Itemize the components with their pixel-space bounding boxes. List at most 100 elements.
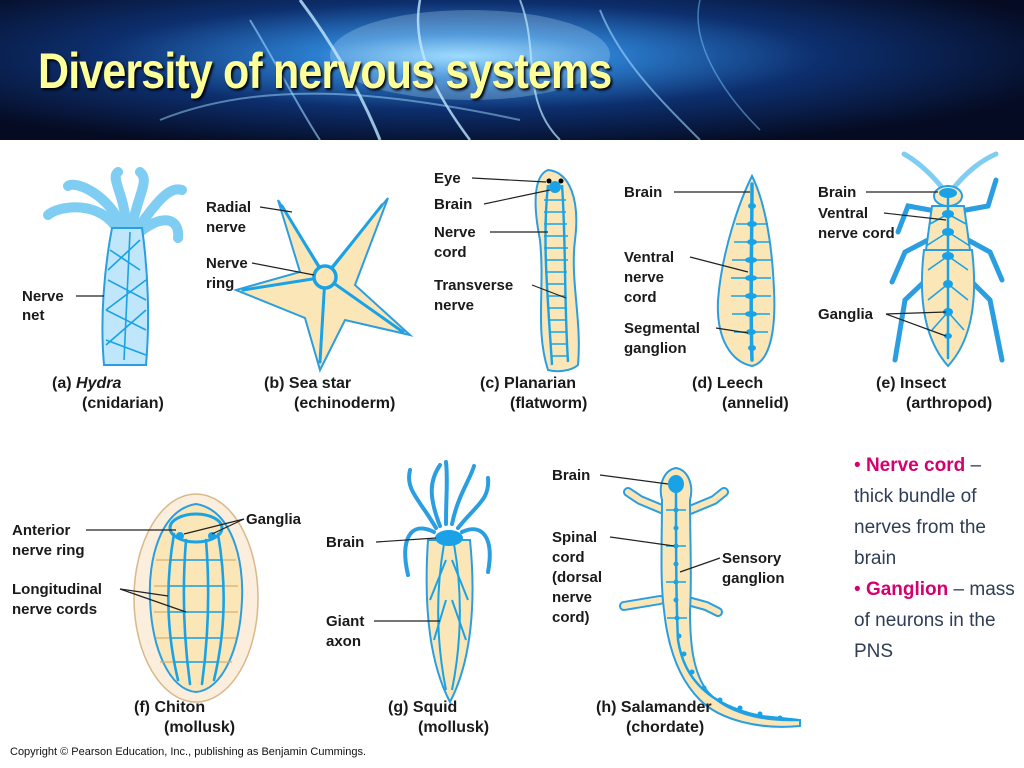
svg-text:nerve ring: nerve ring: [12, 542, 85, 559]
sensory-ganglion-label: Sensory: [722, 550, 782, 567]
seastar-figure: [232, 197, 414, 373]
svg-text:cord: cord: [434, 244, 467, 261]
definition-ganglion: • Ganglion – mass of neurons in the PNS: [854, 579, 1015, 662]
definition-text: – thick bundle of nerves from the brain: [854, 455, 986, 569]
insect-labels: Brain Ventral nerve cord Ganglia: [818, 184, 947, 337]
squid-brain: [435, 530, 463, 546]
planarian-caption: (c) Planarian (flatworm): [480, 375, 587, 412]
definitions-box: • Nerve cord – thick bundle of nerves fr…: [854, 450, 1019, 667]
svg-text:(mollusk): (mollusk): [164, 719, 235, 736]
salamander-figure: [619, 466, 801, 728]
svg-text:(f) Chiton: (f) Chiton: [134, 699, 205, 716]
svg-text:(g) Squid: (g) Squid: [388, 699, 457, 716]
ventral-nerve-cord-label: Ventral: [624, 249, 674, 266]
planarian-eye: [546, 178, 552, 184]
svg-text:nerve: nerve: [434, 297, 474, 314]
squid-tentacles: [403, 460, 492, 577]
insect-antennae: [901, 151, 999, 193]
definition-text: – mass of neurons in the PNS: [854, 579, 1015, 662]
svg-text:(flatworm): (flatworm): [510, 395, 587, 412]
chiton-body: [148, 502, 244, 694]
squid-figure: [403, 460, 492, 705]
brain-label: Brain: [552, 467, 590, 484]
spinal-cord-label: Spinal: [552, 529, 597, 546]
svg-text:ganglion: ganglion: [624, 340, 687, 357]
svg-text:(dorsal: (dorsal: [552, 569, 602, 586]
svg-text:(mollusk): (mollusk): [418, 719, 489, 736]
header-banner: Diversity of nervous systems: [0, 0, 1024, 140]
hydra-figure: [43, 167, 187, 366]
anterior-nerve-ring-label: Anterior: [12, 522, 71, 539]
svg-text:(d) Leech: (d) Leech: [692, 375, 763, 392]
brain-label: Brain: [326, 534, 364, 551]
salamander-brain: [668, 475, 684, 493]
svg-text:nerve cords: nerve cords: [12, 601, 97, 618]
svg-text:(chordate): (chordate): [626, 719, 704, 736]
hydra-nerve-net: [105, 231, 147, 361]
svg-text:nerve: nerve: [552, 589, 592, 606]
insect-caption: (e) Insect (arthropod): [876, 375, 992, 412]
copyright-text: Copyright © Pearson Education, Inc., pub…: [10, 746, 367, 758]
slide-title: Diversity of nervous systems: [38, 43, 612, 99]
salamander-body: [659, 466, 801, 728]
chiton-anterior-nerve-ring: [168, 512, 224, 544]
squid-labels: Brain Giant axon: [326, 534, 440, 650]
svg-text:(e) Insect: (e) Insect: [876, 375, 947, 392]
svg-text:(annelid): (annelid): [722, 395, 789, 412]
svg-text:nerve: nerve: [624, 269, 664, 286]
salamander-caption: (h) Salamander (chordate): [596, 699, 712, 736]
term-nerve-cord: Nerve cord: [865, 455, 966, 476]
svg-text:(a) Hydra: (a) Hydra: [52, 375, 121, 392]
planarian-figure: [534, 168, 580, 373]
nerve-cord-label: Nerve: [434, 224, 476, 241]
ganglia-label: Ganglia: [818, 306, 874, 323]
hydra-nerve-net-label: Nerve net: [22, 288, 104, 324]
seastar-labels: Radial nerve Nerve ring: [206, 199, 315, 292]
svg-text:(b) Sea star: (b) Sea star: [264, 375, 351, 392]
radial-nerve-label: Radial: [206, 199, 251, 216]
salamander-labels: Brain Spinal cord (dorsal nerve cord) Se…: [552, 467, 785, 626]
svg-text:(c) Planarian: (c) Planarian: [480, 375, 576, 392]
longitudinal-nerve-cords-label: Longitudinal: [12, 581, 102, 598]
hydra-tentacles: [43, 167, 187, 243]
brain-label: Brain: [818, 184, 856, 201]
term-ganglion: Ganglion: [865, 579, 949, 600]
insect-figure: [889, 151, 1005, 368]
svg-text:ganglion: ganglion: [722, 570, 785, 587]
transverse-nerve-label: Transverse: [434, 277, 513, 294]
squid-giant-axons: [429, 543, 469, 691]
svg-text:net: net: [22, 307, 45, 324]
planarian-transverse-nerves: [544, 199, 568, 357]
nervous-systems-diagram: Nerve net (a) Hydra (cnidarian) Radial n…: [12, 151, 1005, 736]
leech-labels: Brain Ventral nerve cord Segmental gangl…: [624, 184, 750, 357]
svg-text:(echinoderm): (echinoderm): [294, 395, 395, 412]
svg-text:axon: axon: [326, 633, 361, 650]
salamander-spinal-cord: [674, 478, 800, 722]
chiton-figure: [133, 493, 259, 703]
svg-text:nerve: nerve: [206, 219, 246, 236]
squid-caption: (g) Squid (mollusk): [388, 699, 489, 736]
insect-legs: [889, 177, 1005, 363]
svg-text:cord): cord): [552, 609, 590, 626]
hydra-caption: (a) Hydra (cnidarian): [52, 375, 164, 412]
seastar-caption: (b) Sea star (echinoderm): [264, 375, 395, 412]
chiton-ganglia: [176, 532, 216, 540]
svg-text:(arthropod): (arthropod): [906, 395, 992, 412]
svg-text:nerve cord: nerve cord: [818, 225, 895, 242]
brain-label: Brain: [434, 196, 472, 213]
segmental-ganglion-label: Segmental: [624, 320, 700, 337]
svg-text:cord: cord: [552, 549, 585, 566]
svg-text:(h) Salamander: (h) Salamander: [596, 699, 712, 716]
giant-axon-label: Giant: [326, 613, 364, 630]
svg-text:cord: cord: [624, 289, 657, 306]
chiton-caption: (f) Chiton (mollusk): [134, 699, 235, 736]
nerve-net-label: Nerve: [22, 288, 64, 305]
planarian-brain: [549, 181, 561, 193]
ventral-nerve-cord-label: Ventral: [818, 205, 868, 222]
svg-text:(cnidarian): (cnidarian): [82, 395, 164, 412]
chiton-labels: Anterior nerve ring Ganglia Longitudinal…: [12, 511, 302, 618]
seastar-radial-nerves: [241, 203, 405, 364]
seastar-nerve-ring: [312, 264, 338, 290]
definition-nerve-cord: • Nerve cord – thick bundle of nerves fr…: [854, 455, 986, 569]
ganglia-label: Ganglia: [246, 511, 302, 528]
